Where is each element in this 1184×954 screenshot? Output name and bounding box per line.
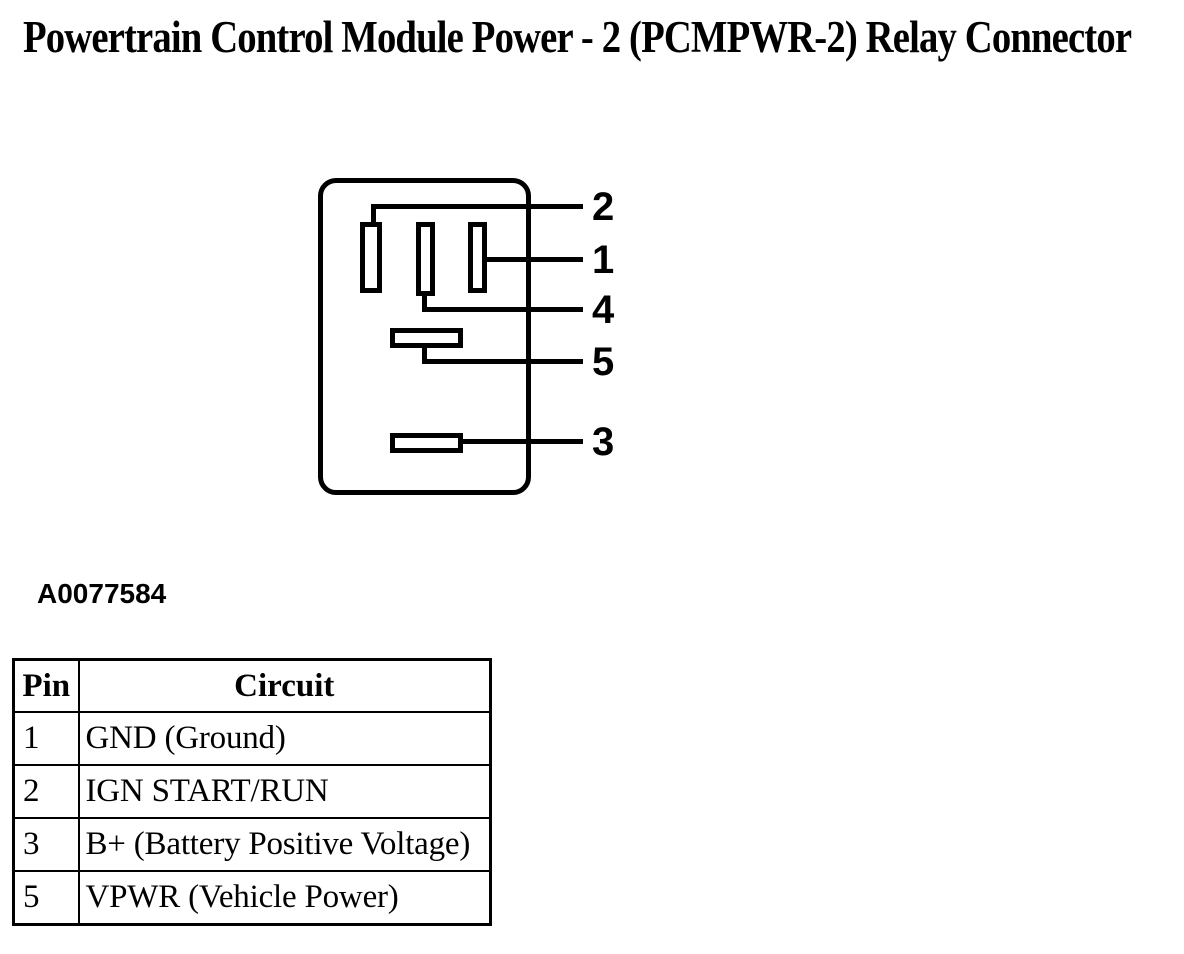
callout-line-5-vertical (422, 345, 427, 364)
page-title: Powertrain Control Module Power - 2 (PCM… (23, 12, 1132, 62)
pin-1-slot (468, 222, 487, 293)
pin-number: 2 (12, 764, 80, 819)
callout-line-4-vertical (422, 292, 427, 312)
callout-line-4-horizontal (422, 307, 583, 312)
pin-3-blade (390, 433, 463, 453)
callout-line-5-horizontal (422, 359, 583, 364)
pin-number: 3 (12, 817, 80, 872)
pin-callout-3: 3 (592, 420, 615, 464)
pin-callout-4: 4 (592, 288, 615, 332)
callout-line-3 (459, 439, 583, 444)
callout-line-2-vertical (371, 204, 376, 226)
circuit-column-header: Circuit (77, 658, 492, 713)
circuit-description: VPWR (Vehicle Power) (77, 870, 492, 926)
callout-line-2-horizontal (371, 204, 583, 209)
callout-line-1 (485, 257, 583, 262)
table-row: 3 B+ (Battery Positive Voltage) (12, 817, 492, 872)
table-row: 5 VPWR (Vehicle Power) (12, 870, 492, 926)
circuit-description: B+ (Battery Positive Voltage) (77, 817, 492, 872)
pin-callout-5: 5 (592, 340, 615, 384)
circuit-description: GND (Ground) (77, 711, 492, 766)
pin-callout-2: 2 (592, 185, 615, 229)
table-row: 1 GND (Ground) (12, 711, 492, 766)
pin-number: 5 (12, 870, 80, 926)
pin-4-slot (416, 222, 435, 296)
figure-number: A0077584 (37, 578, 167, 609)
pin-callout-1: 1 (592, 238, 615, 282)
pin-number: 1 (12, 711, 80, 766)
circuit-description: IGN START/RUN (77, 764, 492, 819)
pin-column-header: Pin (12, 658, 80, 713)
table-row: 2 IGN START/RUN (12, 764, 492, 819)
table-header-row: Pin Circuit (12, 658, 492, 713)
pin-2-slot (360, 222, 382, 293)
pinout-table: Pin Circuit 1 GND (Ground) 2 IGN START/R… (12, 658, 492, 926)
